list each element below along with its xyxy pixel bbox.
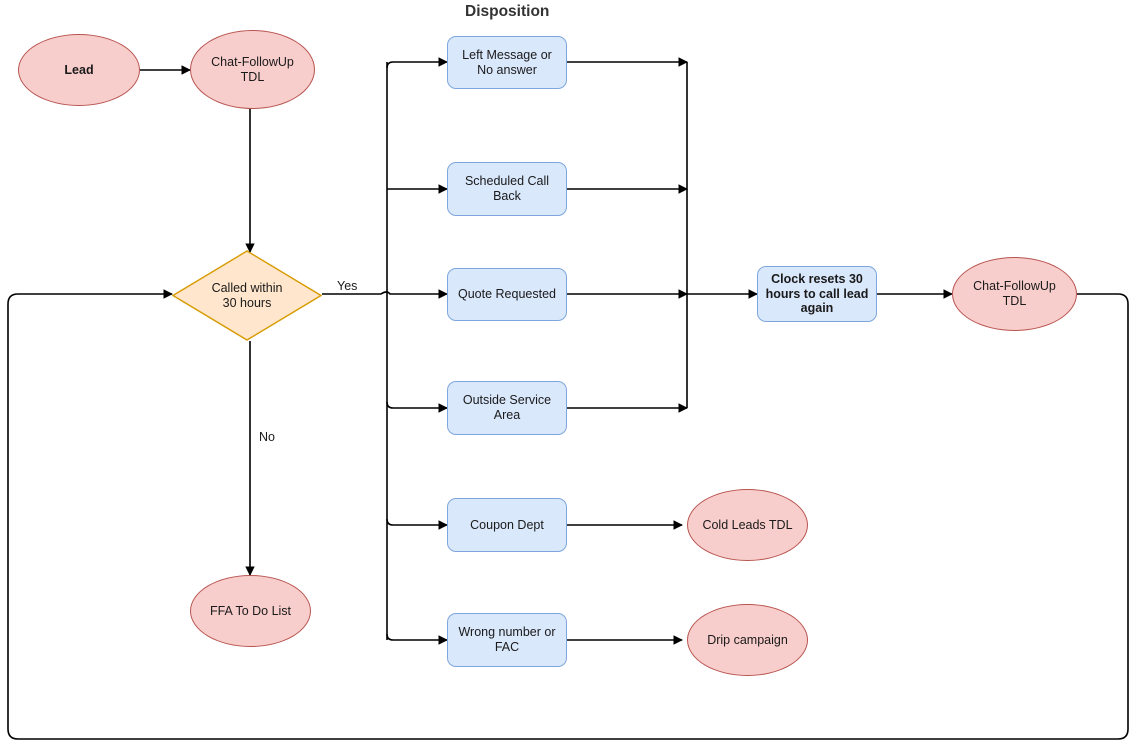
edge-trunk-to-left-message — [386, 57, 448, 69]
node-chat-followup-tdl-start[interactable]: Chat-FollowUp TDL — [190, 30, 315, 109]
edge-trunk-to-outside-service — [386, 401, 448, 413]
node-scheduled-call-back[interactable]: Scheduled Call Back — [447, 162, 567, 216]
disposition-column-title: Disposition — [465, 3, 550, 20]
node-quote-requested[interactable]: Quote Requested — [447, 268, 567, 321]
node-coupon-dept[interactable]: Coupon Dept — [447, 498, 567, 552]
node-clock-resets-30-hours[interactable]: Clock resets 30 hours to call lead again — [757, 266, 877, 322]
edge-label-no: No — [259, 430, 275, 444]
node-lead[interactable]: Lead — [18, 34, 140, 106]
node-wrong-number-or-fac[interactable]: Wrong number or FAC — [447, 613, 567, 667]
edge-label-yes: Yes — [337, 279, 358, 293]
node-outside-service-area[interactable]: Outside Service Area — [447, 381, 567, 435]
node-left-message-or-no-answer[interactable]: Left Message or No answer — [447, 36, 567, 89]
node-chat-followup-tdl-end[interactable]: Chat-FollowUp TDL — [952, 257, 1077, 331]
edge-loopback-to-decision — [7, 289, 1129, 740]
diamond-shape — [171, 250, 323, 341]
node-drip-campaign[interactable]: Drip campaign — [687, 604, 808, 676]
node-ffa-to-do-list[interactable]: FFA To Do List — [190, 575, 311, 647]
node-cold-leads-tdl[interactable]: Cold Leads TDL — [687, 489, 808, 561]
edge-trunk-to-wrong-number — [386, 633, 448, 645]
node-decision-called-within-30-hours[interactable]: Called within 30 hours — [171, 250, 323, 341]
edge-trunk-to-coupon-dept — [386, 518, 448, 530]
